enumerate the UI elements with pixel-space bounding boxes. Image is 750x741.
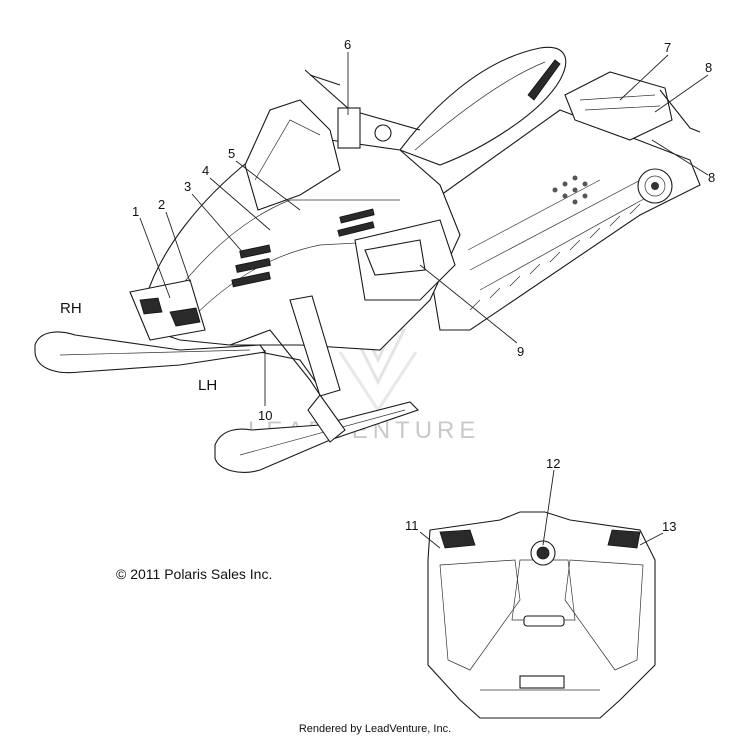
side-label-lh: LH	[198, 377, 217, 394]
callout-11: 11	[405, 518, 419, 533]
rendered-by-footer: Rendered by LeadVenture, Inc.	[298, 723, 452, 735]
callout-8a: 8	[705, 60, 712, 75]
callout-5: 5	[228, 146, 235, 161]
copyright-notice: © 2011 Polaris Sales Inc.	[116, 566, 273, 582]
side-label-rh: RH	[60, 300, 82, 317]
callout-6: 6	[344, 37, 351, 52]
callout-1: 1	[132, 204, 139, 219]
callout-3: 3	[184, 179, 191, 194]
callout-8b: 8	[708, 170, 715, 185]
leader-lines	[139, 52, 709, 549]
callout-9: 9	[517, 344, 524, 359]
callout-7: 7	[664, 40, 671, 55]
snowmobile-illustration	[34, 46, 701, 473]
callout-4: 4	[202, 163, 209, 178]
callout-13: 13	[662, 519, 676, 534]
callout-10: 10	[258, 408, 272, 423]
fuel-tank-illustration	[427, 511, 656, 719]
callout-2: 2	[158, 197, 165, 212]
callout-12: 12	[546, 456, 560, 471]
